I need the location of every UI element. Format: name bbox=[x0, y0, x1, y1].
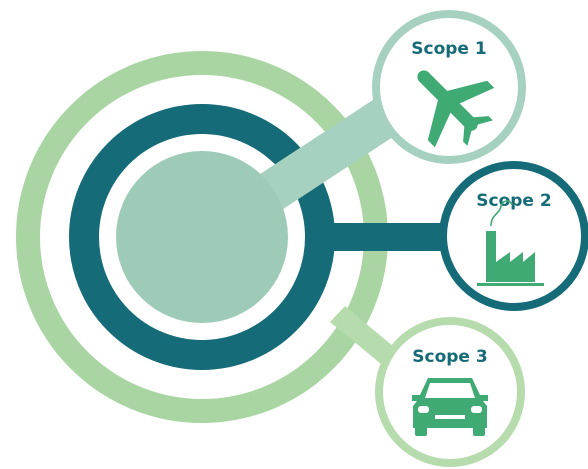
car-icon bbox=[412, 378, 488, 436]
connector-scope2 bbox=[318, 223, 452, 251]
connector-scope3 bbox=[330, 306, 400, 368]
scope3-label: Scope 3 bbox=[412, 347, 487, 367]
scope1-node-circle bbox=[372, 10, 526, 164]
scope2-label: Scope 2 bbox=[476, 191, 551, 211]
scope3-node: Scope 3 bbox=[375, 317, 525, 467]
inner-core bbox=[116, 151, 288, 323]
airplane-icon bbox=[417, 70, 495, 148]
scope1-label: Scope 1 bbox=[411, 39, 486, 59]
connector-scope1 bbox=[248, 96, 402, 217]
scope2-node: Scope 2 bbox=[439, 161, 588, 311]
scope2-node-circle bbox=[439, 161, 588, 311]
factory-icon bbox=[477, 200, 544, 286]
scope1-node: Scope 1 bbox=[372, 10, 526, 164]
